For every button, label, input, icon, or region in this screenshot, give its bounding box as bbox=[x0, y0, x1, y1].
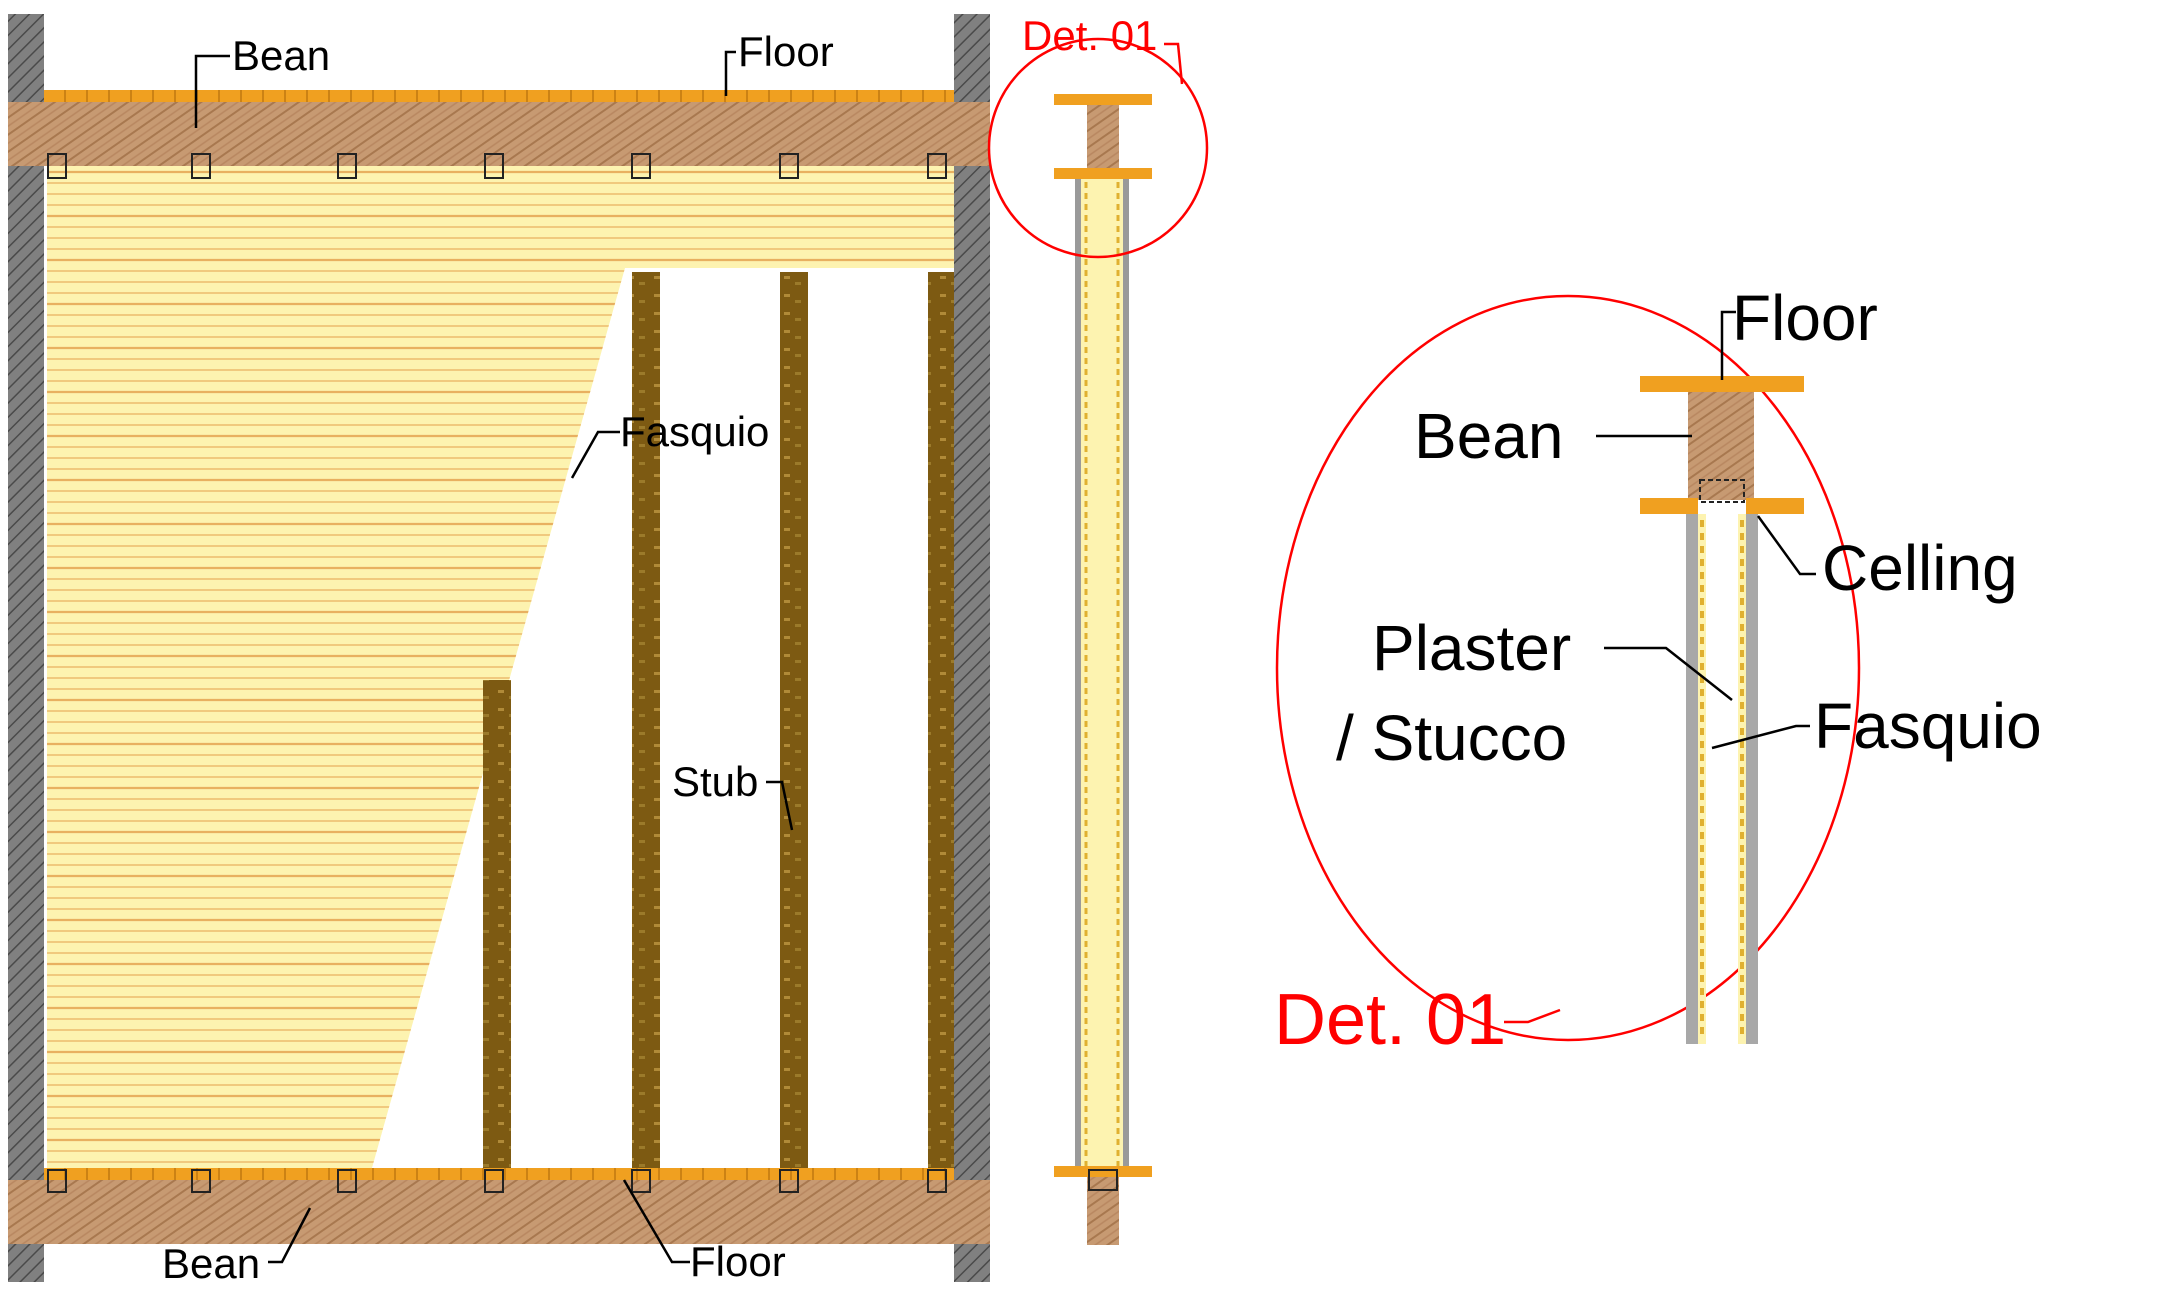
detail-callout-circle bbox=[987, 37, 1209, 259]
section-top-bean bbox=[1087, 105, 1119, 169]
section-bottom-bean bbox=[1087, 1177, 1119, 1245]
detail-fasquio-right bbox=[1738, 514, 1746, 1044]
detail-ceiling-right bbox=[1746, 498, 1804, 514]
detail-bean-label: Bean bbox=[1414, 400, 1563, 472]
section-ceiling-top bbox=[1054, 168, 1152, 179]
detail-plaster-right bbox=[1746, 514, 1758, 1044]
detail-plaster-label-line1: Plaster bbox=[1372, 612, 1571, 684]
top-floor-leader bbox=[724, 50, 736, 96]
detail-floor-leader bbox=[1720, 310, 1736, 380]
section-wall-core bbox=[1081, 179, 1123, 1173]
stub bbox=[928, 272, 954, 1176]
bottom-bean-label: Bean bbox=[162, 1240, 260, 1287]
top-bean-label: Bean bbox=[232, 32, 330, 79]
stub bbox=[780, 272, 808, 1176]
detail-ceiling-left bbox=[1640, 498, 1698, 514]
section-detail-tag: Det. 01 bbox=[1022, 12, 1157, 59]
top-floor-label: Floor bbox=[738, 28, 834, 75]
bottom-bean-leader bbox=[268, 1207, 312, 1264]
elevation-view: Bean Floor Fasquio Stub Bean Floor bbox=[8, 14, 990, 1287]
bottom-bean bbox=[8, 1180, 990, 1244]
detail-tag-leader bbox=[1504, 1008, 1561, 1024]
section-top-floor bbox=[1054, 94, 1152, 105]
detail-fasquio-left bbox=[1698, 514, 1706, 1044]
right-wall bbox=[954, 14, 990, 1282]
detail-fasquio-leader bbox=[1711, 724, 1810, 750]
bottom-floor-board bbox=[44, 1168, 954, 1180]
section-bottom-pocket bbox=[1088, 1169, 1118, 1191]
top-bean-leader bbox=[194, 54, 230, 128]
bottom-floor-label: Floor bbox=[690, 1238, 786, 1285]
stub bbox=[632, 272, 660, 1176]
stub-label: Stub bbox=[672, 758, 758, 805]
section-wall-right-face bbox=[1123, 179, 1129, 1173]
detail-ceiling-leader bbox=[1756, 515, 1816, 576]
detail-floor-label: Floor bbox=[1732, 282, 1878, 354]
detail-plaster-label-line2: / Stucco bbox=[1336, 702, 1567, 774]
detail-callout-leader bbox=[1164, 42, 1184, 85]
detail-plaster-leader bbox=[1604, 646, 1733, 701]
bottom-floor-leader bbox=[622, 1179, 690, 1264]
fasquio-leader bbox=[570, 430, 620, 479]
detail-ceiling-label: Celling bbox=[1822, 532, 2018, 604]
left-wall bbox=[8, 14, 44, 1282]
fasquio-label: Fasquio bbox=[620, 408, 769, 455]
detail-circle bbox=[1275, 294, 1861, 1042]
section-view: Det. 01 bbox=[987, 12, 1209, 1245]
detail-plaster-left bbox=[1686, 514, 1698, 1044]
top-floor-board bbox=[44, 90, 954, 102]
detail-fasquio-label: Fasquio bbox=[1814, 690, 2042, 762]
top-bean bbox=[8, 102, 990, 166]
stub-leader bbox=[766, 780, 794, 831]
detail-floor-board bbox=[1640, 376, 1804, 392]
stub bbox=[483, 680, 511, 1176]
detail-bean bbox=[1688, 392, 1754, 500]
detail-tag: Det. 01 bbox=[1274, 980, 1506, 1060]
section-wall-left-face bbox=[1075, 179, 1081, 1173]
detail-view: Floor Bean Celling Plaster / Stucco Fasq… bbox=[1274, 282, 2042, 1060]
detail-beam-pocket bbox=[1699, 479, 1745, 503]
section-ceiling-bottom bbox=[1054, 1166, 1152, 1177]
joist-pockets bbox=[47, 153, 947, 1193]
